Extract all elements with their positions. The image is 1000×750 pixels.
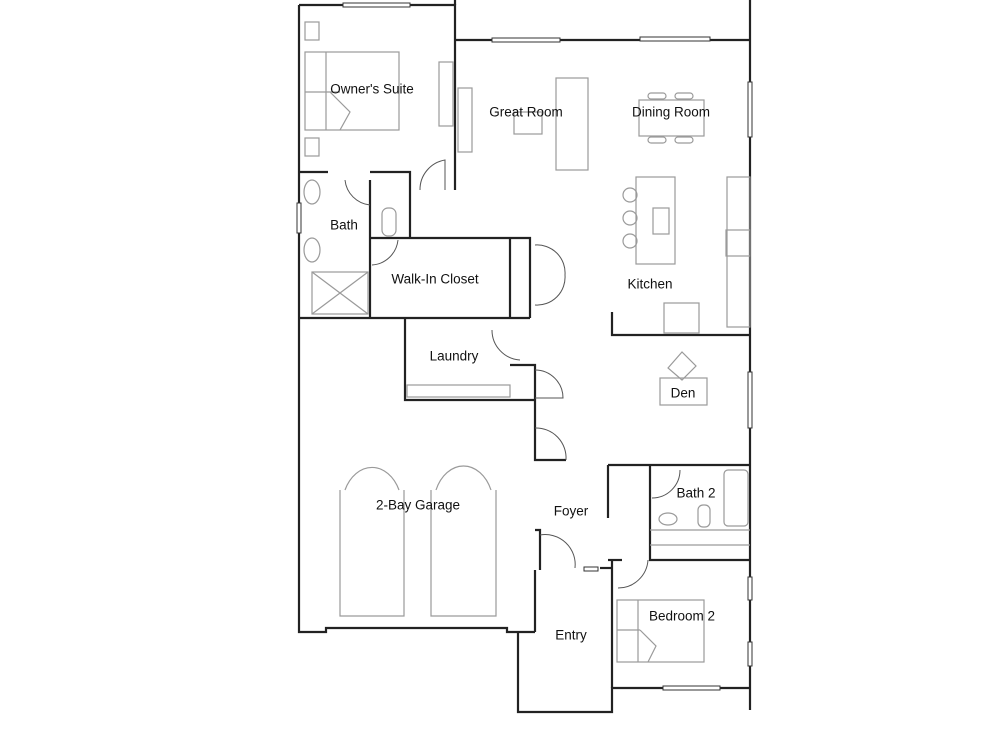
room-label-walk-in-closet: Walk-In Closet	[391, 271, 479, 287]
room-label-foyer: Foyer	[553, 503, 589, 519]
room-label-den: Den	[670, 385, 696, 401]
room-label-entry: Entry	[555, 627, 587, 643]
room-label-laundry: Laundry	[429, 348, 479, 364]
room-label-bedroom-2: Bedroom 2	[648, 608, 716, 624]
furniture	[303, 21, 751, 663]
room-label-owners-suite: Owner's Suite	[330, 81, 414, 97]
room-label-garage: 2-Bay Garage	[375, 497, 461, 513]
windows	[296, 2, 753, 691]
room-label-dining-room: Dining Room	[631, 104, 711, 120]
interior-walls	[299, 170, 750, 688]
room-label-bath-2: Bath 2	[676, 485, 716, 501]
doors	[344, 159, 681, 589]
room-label-bath: Bath	[330, 217, 358, 233]
room-label-kitchen: Kitchen	[627, 276, 673, 292]
room-label-great-room: Great Room	[489, 104, 563, 120]
